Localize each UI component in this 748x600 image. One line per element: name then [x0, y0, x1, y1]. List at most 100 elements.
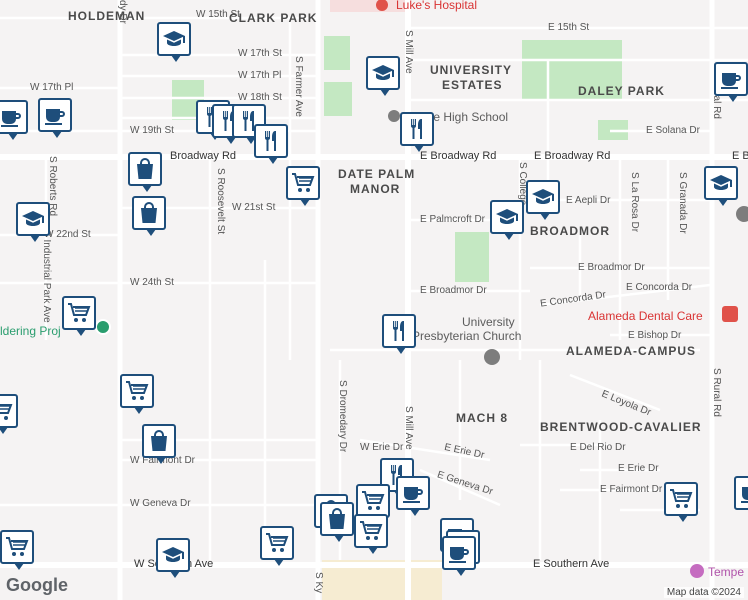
street-broadway-e3: E B	[732, 150, 748, 162]
restaurant-icon	[259, 129, 283, 153]
google-logo: Google	[6, 575, 68, 595]
cafe-icon	[0, 105, 23, 129]
street-e-del-rio: E Del Rio Dr	[570, 442, 626, 453]
street-s-roosevelt: S Roosevelt St	[215, 168, 226, 235]
restaurant-icon	[405, 117, 429, 141]
cafe-icon	[447, 541, 471, 565]
map-marker-restaurant[interactable]	[382, 314, 416, 354]
cafe-icon	[719, 67, 743, 91]
school-icon	[495, 205, 519, 229]
map-marker-restaurant[interactable]	[254, 124, 288, 164]
map-marker-shopping-bag[interactable]	[128, 152, 162, 192]
neighborhood-mach-8: MACH 8	[456, 411, 509, 425]
cafe-icon	[401, 481, 425, 505]
map-marker-cafe[interactable]	[734, 476, 748, 510]
poi-soldering-project[interactable]: ldering Proj	[0, 324, 61, 338]
street-partial-dy-dr: dy Dr	[117, 0, 128, 24]
map-marker-restaurant[interactable]	[400, 112, 434, 152]
poi-university-presbyterian-line2[interactable]: Presbyterian Church	[412, 329, 522, 343]
school-icon	[162, 27, 186, 51]
street-e-palmcroft: E Palmcroft Dr	[420, 214, 486, 225]
park-area	[324, 36, 350, 70]
shopping-cart-icon	[359, 519, 383, 543]
poi-university-presbyterian-line1[interactable]: University	[462, 315, 515, 329]
street-e-solana: E Solana Dr	[646, 125, 700, 136]
map-marker-shopping-cart[interactable]	[0, 394, 18, 434]
shopping-cart-icon	[0, 399, 13, 423]
street-w-erie: W Erie Dr	[360, 442, 404, 453]
street-w-17th-pl-left: W 17th Pl	[30, 82, 74, 93]
map-marker-shopping-bag[interactable]	[132, 196, 166, 236]
shopping-bag-icon	[137, 201, 161, 225]
map-marker-shopping-bag[interactable]	[320, 502, 354, 542]
map-marker-shopping-cart[interactable]	[260, 526, 294, 566]
map-data-attribution[interactable]: Map data ©2024	[663, 587, 744, 598]
neighborhood-university-estates-line1: UNIVERSITY	[430, 63, 513, 77]
map-marker-school[interactable]	[526, 180, 560, 220]
map-marker-cafe[interactable]	[396, 476, 430, 516]
street-e-broadmor: E Broadmor Dr	[420, 285, 487, 296]
street-w-21st: W 21st St	[232, 202, 276, 213]
street-s-kyrene: S Ky	[313, 572, 324, 594]
street-w-24th: W 24th St	[130, 277, 174, 288]
neighborhood-holdeman: HOLDEMAN	[68, 9, 146, 23]
street-e-aepli: E Aepli Dr	[566, 195, 611, 206]
map-marker-school[interactable]	[490, 200, 524, 240]
street-e-erie2: E Erie Dr	[618, 463, 659, 474]
map-marker-shopping-cart[interactable]	[0, 530, 34, 570]
map-marker-restaurant[interactable]	[232, 104, 266, 144]
street-w-18th: W 18th St	[238, 92, 282, 103]
neighborhood-alameda-campus: ALAMEDA-CAMPUS	[566, 344, 696, 358]
daley-park-area	[522, 40, 622, 100]
map-marker-shopping-cart[interactable]	[664, 482, 698, 522]
street-s-la-rosa: S La Rosa Dr	[629, 172, 640, 233]
map-marker-school[interactable]	[366, 56, 400, 96]
street-w-17th-pl: W 17th Pl	[238, 70, 282, 81]
street-w-15th: W 15th St	[196, 9, 240, 20]
poi-tempe[interactable]: Tempe	[708, 565, 745, 579]
map-marker-shopping-cart[interactable]	[120, 374, 154, 414]
map-marker-shopping-cart[interactable]	[62, 296, 96, 336]
map-marker-cafe[interactable]	[714, 62, 748, 102]
map-marker-cafe[interactable]	[0, 100, 28, 140]
neighborhood-date-palm-line1: DATE PALM	[338, 167, 416, 181]
shopping-cart-icon	[67, 301, 91, 325]
neighborhood-brentwood-cavalier: BRENTWOOD-CAVALIER	[540, 420, 702, 434]
park-area	[455, 232, 489, 282]
street-s-dromedary: S Dromedary Dr	[337, 380, 348, 453]
shopping-cart-icon	[291, 171, 315, 195]
cafe-icon	[739, 481, 748, 505]
school-icon	[371, 61, 395, 85]
street-s-farmer: S Farmer Ave	[293, 56, 304, 117]
map-marker-school[interactable]	[16, 202, 50, 242]
shopping-bag-icon	[325, 507, 349, 531]
park-area	[324, 82, 352, 116]
shopping-bag-icon	[133, 157, 157, 181]
map-marker-school[interactable]	[156, 538, 190, 578]
street-w-19th: W 19th St	[130, 125, 174, 136]
poi-alameda-dental[interactable]: Alameda Dental Care	[588, 309, 703, 323]
shopping-cart-icon	[669, 487, 693, 511]
street-s-industrial: S Industrial Park Ave	[41, 230, 52, 323]
street-e-bishop: E Bishop Dr	[628, 330, 682, 341]
shopping-cart-icon	[361, 489, 385, 513]
shopping-bag-icon	[147, 429, 171, 453]
map-marker-cafe[interactable]	[38, 98, 72, 138]
school-icon	[21, 207, 45, 231]
map-marker-shopping-cart[interactable]	[354, 514, 388, 554]
shopping-cart-icon	[5, 535, 29, 559]
map-marker-shopping-bag[interactable]	[142, 424, 176, 464]
school-icon	[161, 543, 185, 567]
neighborhood-broadmor: BROADMOR	[530, 224, 610, 238]
street-e-southern: E Southern Ave	[533, 558, 610, 570]
map-marker-cafe[interactable]	[442, 536, 476, 576]
poi-st-lukes-hospital[interactable]: Luke's Hospital	[396, 0, 477, 12]
map-marker-shopping-cart[interactable]	[286, 166, 320, 206]
street-s-granada: S Granada Dr	[677, 172, 688, 234]
street-s-rural2: S Rural Rd	[711, 368, 722, 417]
map-marker-shopping-cart[interactable]	[356, 484, 390, 524]
map-marker-school[interactable]	[157, 22, 191, 62]
street-e-broadmor2: E Broadmor Dr	[578, 262, 645, 273]
street-s-mill2: S Mill Ave	[403, 406, 414, 450]
map-marker-school[interactable]	[704, 166, 738, 206]
